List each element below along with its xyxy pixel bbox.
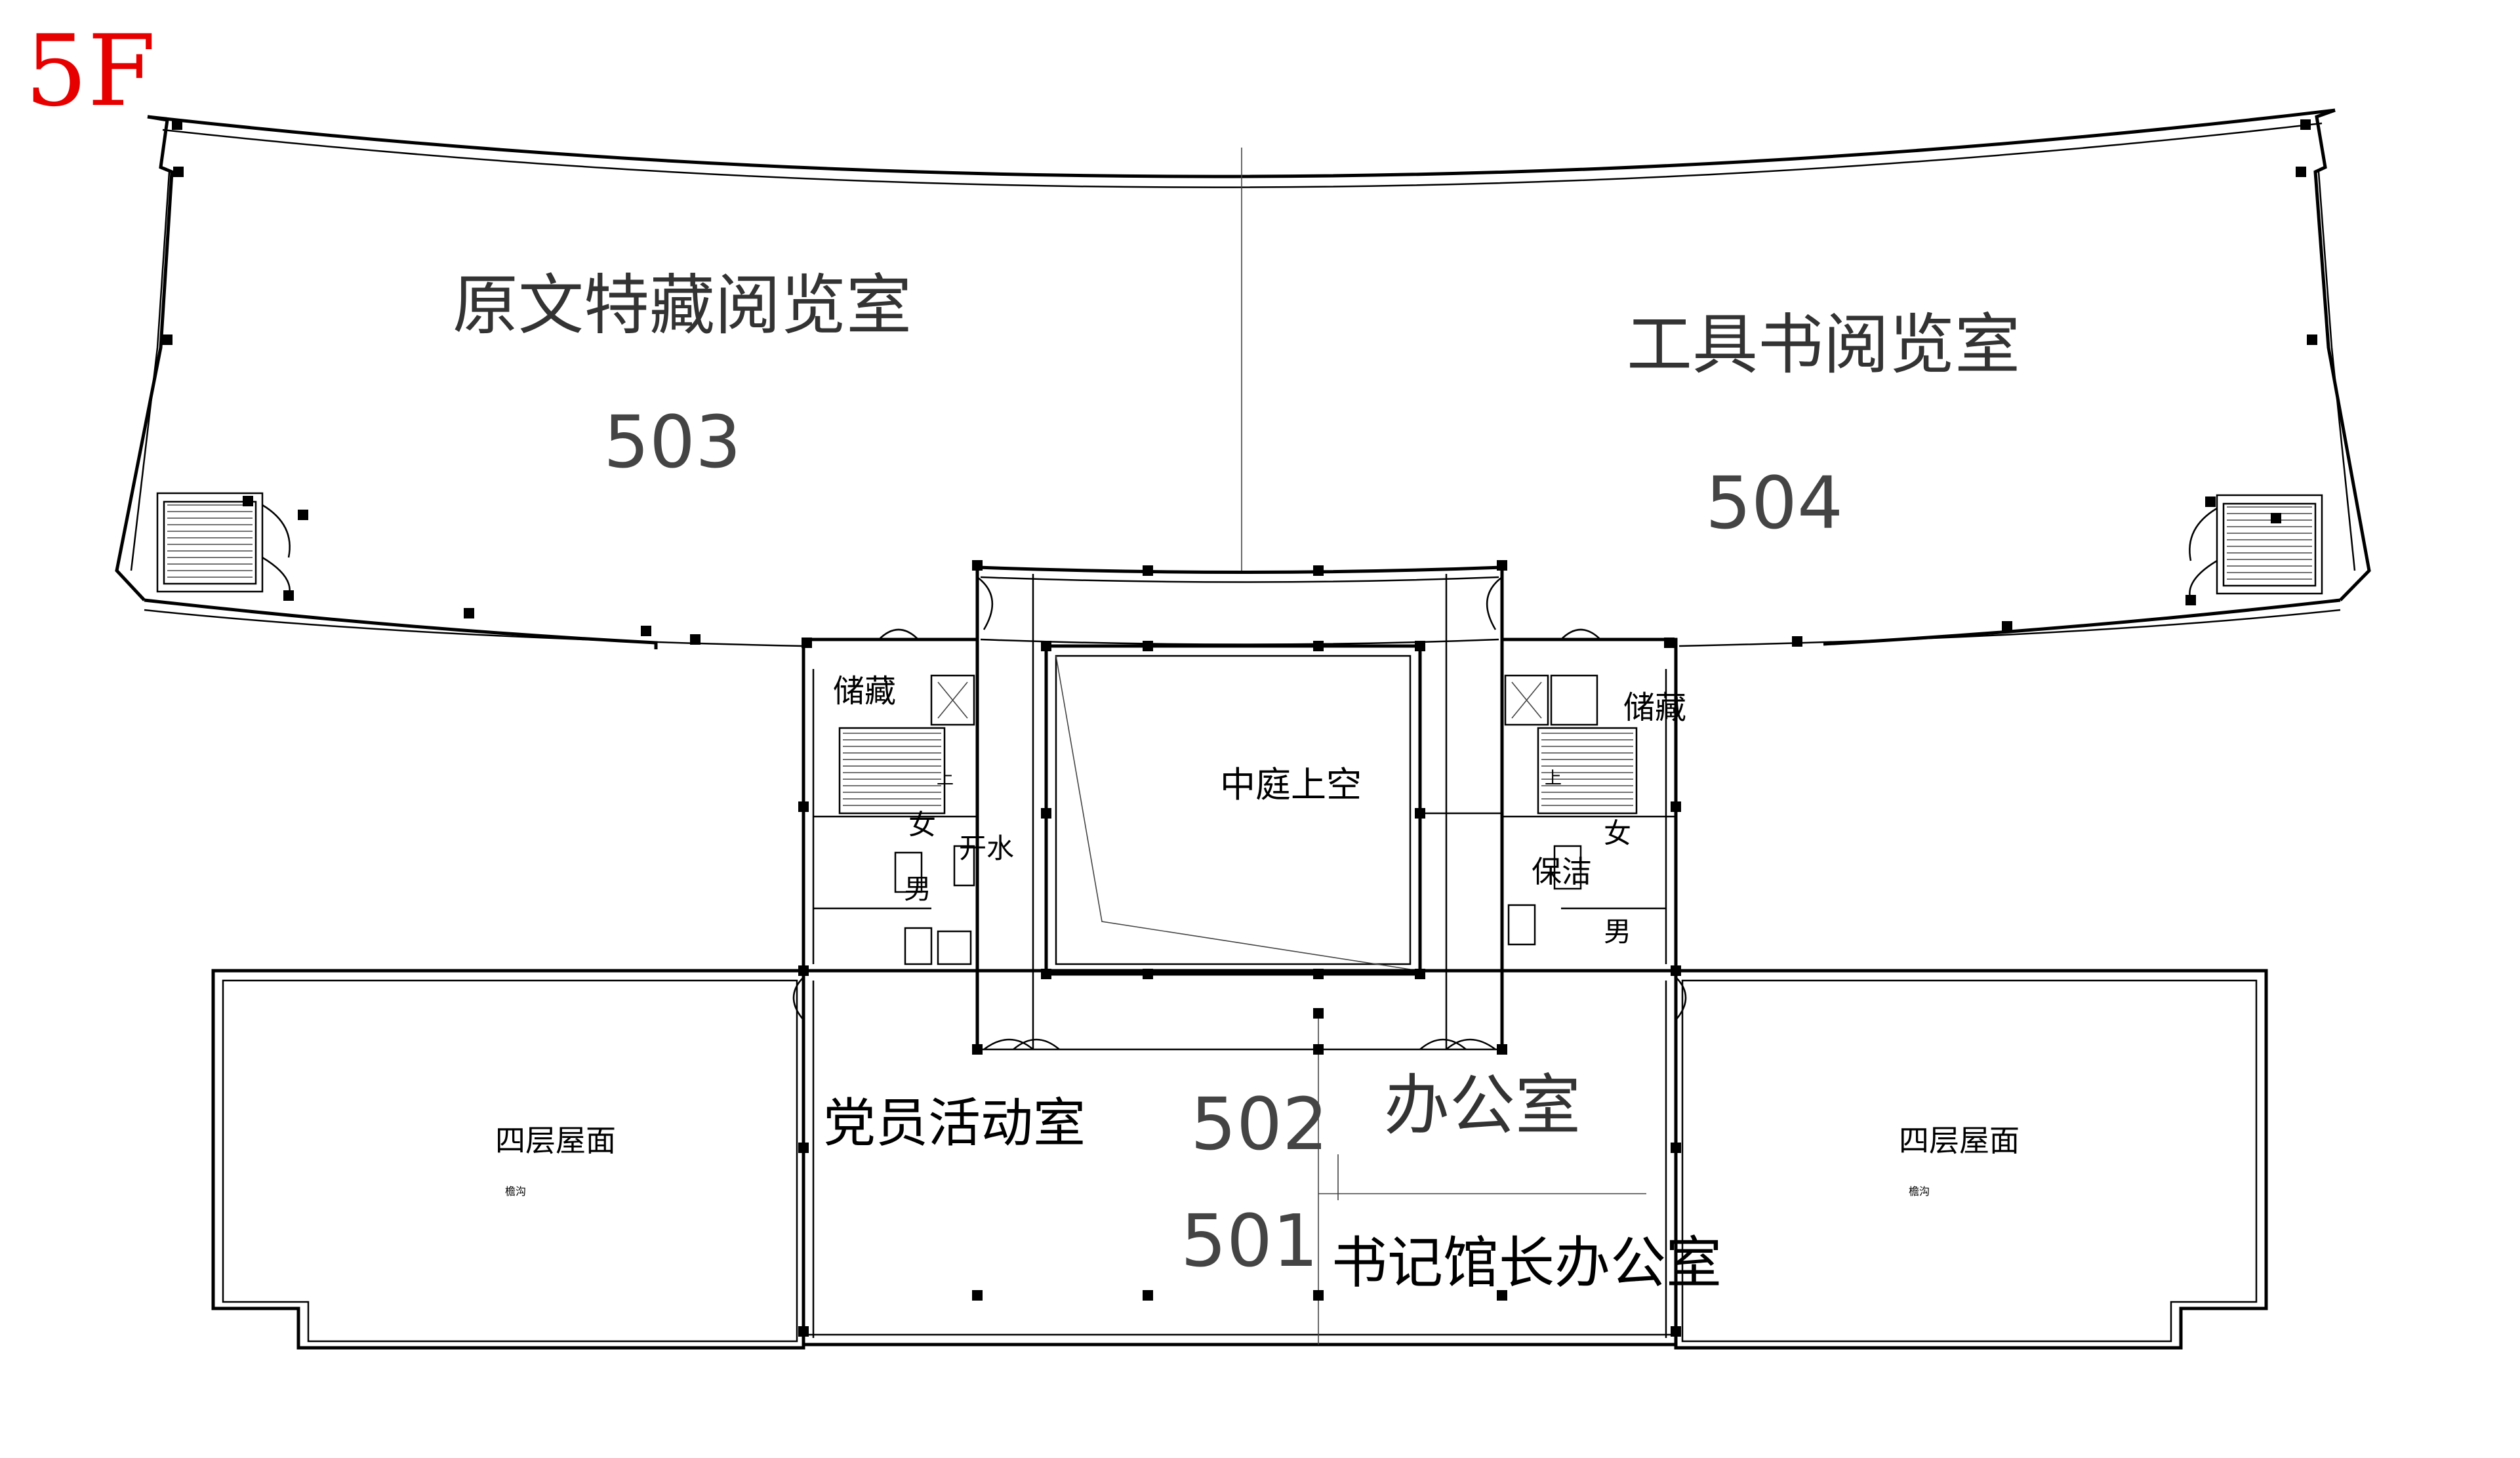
room-504-name: 工具书阅览室 <box>1627 306 2020 383</box>
column <box>1671 965 1681 976</box>
column <box>1497 1290 1507 1301</box>
column <box>1143 565 1153 576</box>
column <box>1415 969 1425 979</box>
cleaning-room-label: 保洁 <box>1532 854 1592 889</box>
room-501-number: 501 <box>1181 1199 1318 1283</box>
column <box>1041 641 1051 651</box>
column <box>1497 560 1507 571</box>
column <box>2271 513 2281 523</box>
column <box>972 1044 983 1055</box>
female-left-label: 女 <box>908 809 936 841</box>
column <box>1792 636 1802 647</box>
column <box>798 1143 809 1153</box>
column <box>1664 638 1675 648</box>
column <box>1415 641 1425 651</box>
column <box>2307 334 2317 345</box>
column <box>173 167 184 177</box>
column <box>1415 808 1425 819</box>
room-504-number: 504 <box>1705 461 1843 545</box>
door-arcs <box>792 577 1687 1021</box>
column <box>1313 1290 1324 1301</box>
column <box>1143 1290 1153 1301</box>
floor-label: 5F <box>25 14 156 129</box>
up-right-label: 上 <box>1545 769 1562 788</box>
column <box>690 634 701 645</box>
column <box>172 119 182 130</box>
column <box>1671 1326 1681 1337</box>
column <box>243 496 253 506</box>
roof-right-label: 四层屋面 <box>1899 1123 2020 1158</box>
male-left-label: 男 <box>904 873 931 905</box>
column <box>1313 1044 1324 1055</box>
room-503-name: 原文特藏阅览室 <box>453 267 912 344</box>
roof-right-note: 檐沟 <box>1909 1185 1930 1198</box>
column <box>464 608 474 618</box>
column <box>798 965 809 976</box>
column <box>162 334 173 345</box>
column <box>1143 969 1153 979</box>
column <box>2300 119 2311 130</box>
roof-left-label: 四层屋面 <box>495 1123 616 1158</box>
stair-right <box>2189 494 2323 601</box>
roof-left-note: 檐沟 <box>505 1185 526 1198</box>
north-wing <box>115 108 2371 649</box>
columns <box>162 119 2317 1337</box>
column <box>1313 565 1324 576</box>
room-501-office-name: 书记馆长办公室 <box>1331 1231 1722 1296</box>
column <box>2205 496 2216 507</box>
storage-left-label: 储藏 <box>833 673 896 710</box>
column <box>641 626 651 636</box>
column <box>798 1326 809 1337</box>
atrium-void <box>1044 644 1502 976</box>
column <box>1143 641 1153 651</box>
column <box>972 560 983 571</box>
female-right-label: 女 <box>1604 817 1631 849</box>
room-503-number: 503 <box>603 400 741 484</box>
atrium-label: 中庭上空 <box>1220 764 1362 805</box>
room-502-party-name: 党员活动室 <box>823 1093 1086 1154</box>
column <box>1497 1044 1507 1055</box>
column <box>802 638 812 648</box>
storage-right-label: 储藏 <box>1623 689 1686 726</box>
water-room-label: 开水 <box>959 832 1014 864</box>
column <box>1671 1143 1681 1153</box>
stair-left <box>156 492 291 597</box>
room-502-office-name: 办公室 <box>1384 1067 1581 1144</box>
male-right-label: 男 <box>1604 916 1631 948</box>
roof-left <box>211 969 805 1350</box>
room-502-number: 502 <box>1190 1082 1328 1166</box>
column <box>1671 801 1681 812</box>
column <box>1313 969 1324 979</box>
roof-right <box>1674 969 2268 1350</box>
column <box>798 801 809 812</box>
column <box>2002 621 2012 632</box>
column <box>1313 1008 1324 1019</box>
up-left-label: 上 <box>937 769 954 788</box>
column <box>1313 641 1324 651</box>
column <box>283 590 294 601</box>
column <box>2296 167 2306 177</box>
column <box>972 1290 983 1301</box>
column <box>2185 595 2196 605</box>
column <box>298 510 308 520</box>
column <box>1041 808 1051 819</box>
column <box>1041 969 1051 979</box>
